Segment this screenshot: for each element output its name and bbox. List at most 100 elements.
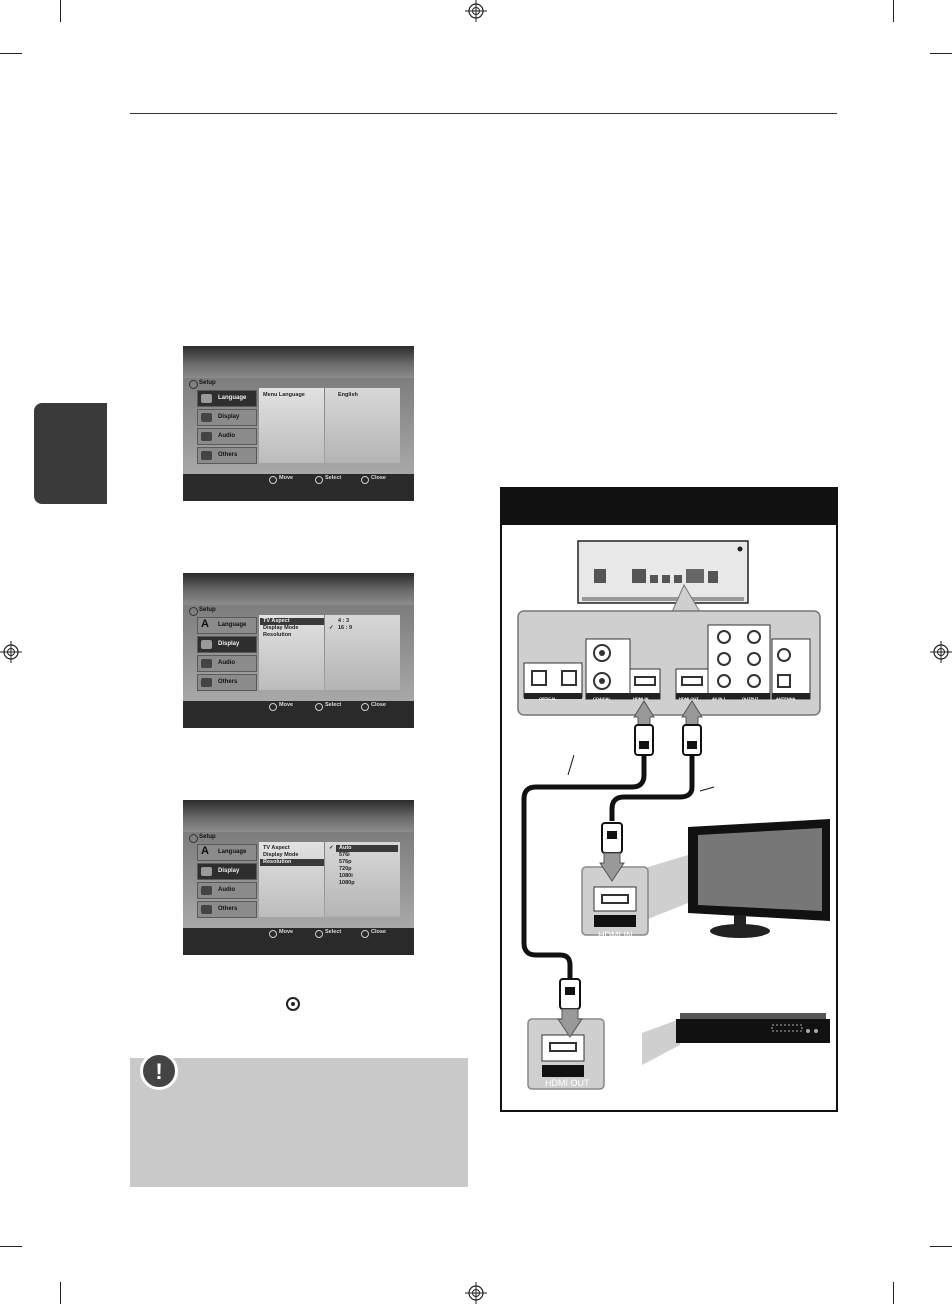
checkmark-icon: ✓ xyxy=(329,625,334,631)
port-label-optical: OPTICAL xyxy=(539,696,557,701)
move-icon xyxy=(269,476,277,484)
audio-icon xyxy=(201,432,212,441)
display-icon xyxy=(201,413,212,422)
menu-values-panel xyxy=(325,615,400,690)
audio-icon xyxy=(201,886,212,895)
menu-category-others[interactable]: Others xyxy=(197,447,257,464)
footer-close: Close xyxy=(371,702,386,708)
footer-move: Move xyxy=(279,475,294,481)
rear-panel-zoom xyxy=(517,610,821,716)
menu-footer xyxy=(183,928,414,955)
select-icon xyxy=(315,703,323,711)
menu-title: Setup xyxy=(199,834,216,840)
tv-hdmi-in-label: HDMI IN xyxy=(598,930,633,940)
port-label-antenna: ANTENNA xyxy=(776,696,796,701)
port-label-av-in: AV IN 1 xyxy=(712,696,726,701)
others-icon xyxy=(201,678,212,687)
menu-title: Setup xyxy=(199,607,216,613)
footer-move: Move xyxy=(279,702,294,708)
menu-option[interactable]: TV Aspect xyxy=(263,845,290,851)
port-label-hdmi-in: HDMI IN xyxy=(633,696,649,701)
language-icon: A xyxy=(201,845,209,857)
footer-close: Close xyxy=(371,929,386,935)
menu-values-panel xyxy=(325,388,400,463)
menu-option[interactable]: Display Mode xyxy=(263,852,299,858)
close-icon xyxy=(361,476,369,484)
menu-category-others[interactable]: Others xyxy=(197,674,257,691)
header-rule xyxy=(130,113,837,114)
footer-select: Select xyxy=(325,702,342,708)
trim-mark xyxy=(0,53,22,54)
trim-mark xyxy=(0,1246,22,1247)
menu-options-panel xyxy=(259,388,324,463)
menu-value[interactable]: 576i xyxy=(339,852,350,858)
close-icon xyxy=(361,930,369,938)
port-label-hdmi-out: HDMI OUT xyxy=(679,696,699,701)
menu-option[interactable]: Resolution xyxy=(260,859,324,866)
display-icon xyxy=(201,867,212,876)
menu-value[interactable]: 4 : 3 xyxy=(338,618,350,624)
close-icon xyxy=(361,703,369,711)
setup-menu-language: Setup Language Display Audio Others Menu… xyxy=(183,346,414,501)
menu-category-audio[interactable]: Audio xyxy=(197,882,257,899)
menu-option[interactable]: TV Aspect xyxy=(260,618,324,625)
menu-option[interactable]: Menu Language xyxy=(263,392,305,398)
connection-illustration xyxy=(517,540,830,1090)
tv-illustration xyxy=(581,819,830,938)
exclamation-icon: ! xyxy=(140,1052,178,1090)
trim-mark xyxy=(930,1246,952,1247)
menu-category-display[interactable]: Display xyxy=(197,863,257,880)
menu-value[interactable]: English xyxy=(338,392,358,398)
menu-category-audio[interactable]: Audio xyxy=(197,655,257,672)
menu-value[interactable]: 576p xyxy=(339,859,352,865)
trim-mark xyxy=(930,53,952,54)
menu-footer xyxy=(183,701,414,728)
menu-value[interactable]: 720p xyxy=(339,866,352,872)
menu-top-bar xyxy=(183,800,414,832)
port-label-output: OUTPUT xyxy=(742,696,759,701)
checkmark-icon: ✓ xyxy=(329,845,334,851)
others-icon xyxy=(201,905,212,914)
footer-select: Select xyxy=(325,929,342,935)
chapter-tab xyxy=(34,403,107,504)
gear-icon xyxy=(189,380,198,389)
menu-value[interactable]: 16 : 9 xyxy=(338,625,353,631)
menu-top-bar xyxy=(183,573,414,605)
menu-footer xyxy=(183,474,414,501)
trim-mark xyxy=(60,0,61,22)
menu-option[interactable]: Resolution xyxy=(263,632,292,638)
menu-title: Setup xyxy=(199,380,216,386)
gear-icon xyxy=(189,834,198,843)
menu-top-bar xyxy=(183,346,414,378)
move-icon xyxy=(269,703,277,711)
registration-mark-icon xyxy=(465,0,487,22)
menu-value[interactable]: 1080p xyxy=(339,880,355,886)
menu-category-others[interactable]: Others xyxy=(197,901,257,918)
menu-value[interactable]: Auto xyxy=(336,845,398,852)
hdmi-connection-diagram: OPTICAL COAXIAL HDMI IN HDMI OUT AV IN 1… xyxy=(500,487,838,1112)
others-icon xyxy=(201,451,212,460)
menu-options-panel xyxy=(259,842,324,917)
registration-mark-icon xyxy=(930,641,952,663)
menu-value[interactable]: 1080i xyxy=(339,873,353,879)
note-box: ! xyxy=(130,1052,468,1187)
menu-options-panel xyxy=(259,615,324,690)
audio-icon xyxy=(201,659,212,668)
menu-values-panel xyxy=(325,842,400,917)
menu-category-display[interactable]: Display xyxy=(197,409,257,426)
menu-category-audio[interactable]: Audio xyxy=(197,428,257,445)
gear-icon xyxy=(189,607,198,616)
menu-category-display[interactable]: Display xyxy=(197,636,257,653)
menu-category-language[interactable]: Language xyxy=(197,390,257,407)
footer-move: Move xyxy=(279,929,294,935)
select-icon xyxy=(315,930,323,938)
menu-option[interactable]: Display Mode xyxy=(263,625,299,631)
move-icon xyxy=(269,930,277,938)
language-icon: A xyxy=(201,618,209,630)
display-icon xyxy=(201,640,212,649)
player-hdmi-out-label: HDMI OUT xyxy=(545,1078,590,1088)
